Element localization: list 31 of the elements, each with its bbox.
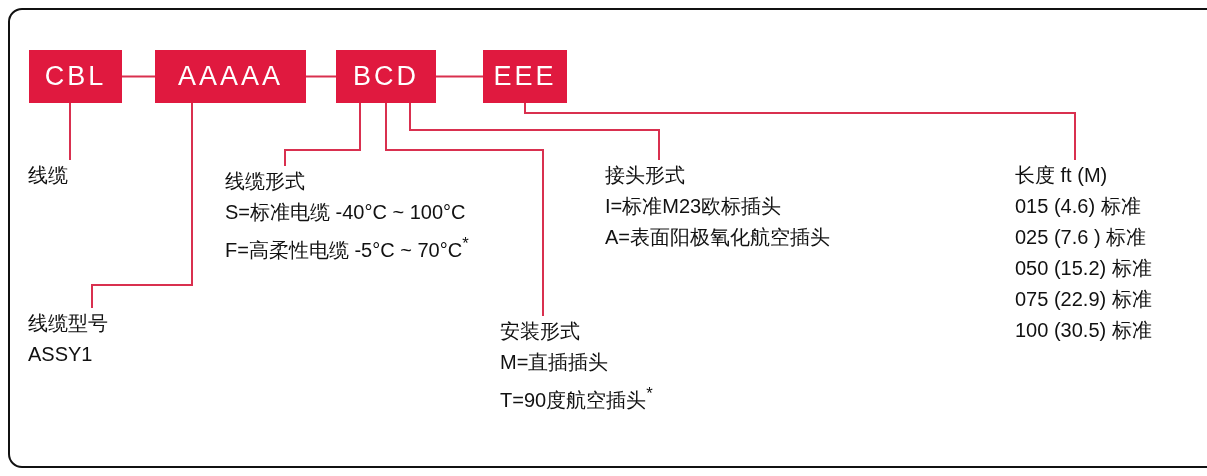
heading-text: 线缆形式 <box>225 169 306 194</box>
option-text: 050 (15.2) 标准 <box>1015 256 1153 281</box>
option-text: 015 (4.6) 标准 <box>1015 194 1142 219</box>
option-text: M=直插插头 <box>500 350 610 375</box>
leader-line <box>385 102 544 317</box>
connector-line <box>305 75 337 78</box>
heading-text: 接头形式 <box>605 163 686 188</box>
option-text: I=标准M23欧标插头 <box>605 194 783 219</box>
option-text: 100 (30.5) 标准 <box>1015 318 1153 343</box>
option-text: T=90度航空插头$^{*}$ <box>500 383 654 413</box>
code-box: AAAAA <box>155 50 306 103</box>
option-text: ASSY1 <box>28 342 94 367</box>
heading-text: 线缆型号 <box>28 311 109 336</box>
option-text: 075 (22.9) 标准 <box>1015 287 1153 312</box>
option-text: A=表面阳极氧化航空插头 <box>605 225 832 250</box>
code-box: CBL <box>29 50 122 103</box>
leader-line <box>409 102 660 161</box>
heading-text: 安装形式 <box>500 319 581 344</box>
connector-line <box>435 75 484 78</box>
heading-text: 长度 ft (M) <box>1015 163 1109 188</box>
leader-line <box>524 102 1076 161</box>
option-text: S=标准电缆 -40°C ~ 100°C <box>225 200 467 225</box>
leader-line <box>284 102 361 167</box>
option-text: F=高柔性电缆 -5°C ~ 70°C$^{*}$ <box>225 233 470 263</box>
code-box: BCD <box>336 50 436 103</box>
option-text: 025 (7.6 ) 标准 <box>1015 225 1148 250</box>
code-box: EEE <box>483 50 567 103</box>
leader-line <box>69 102 71 161</box>
heading-text: 线缆 <box>28 163 69 188</box>
connector-line <box>121 75 156 78</box>
leader-line <box>91 102 193 309</box>
